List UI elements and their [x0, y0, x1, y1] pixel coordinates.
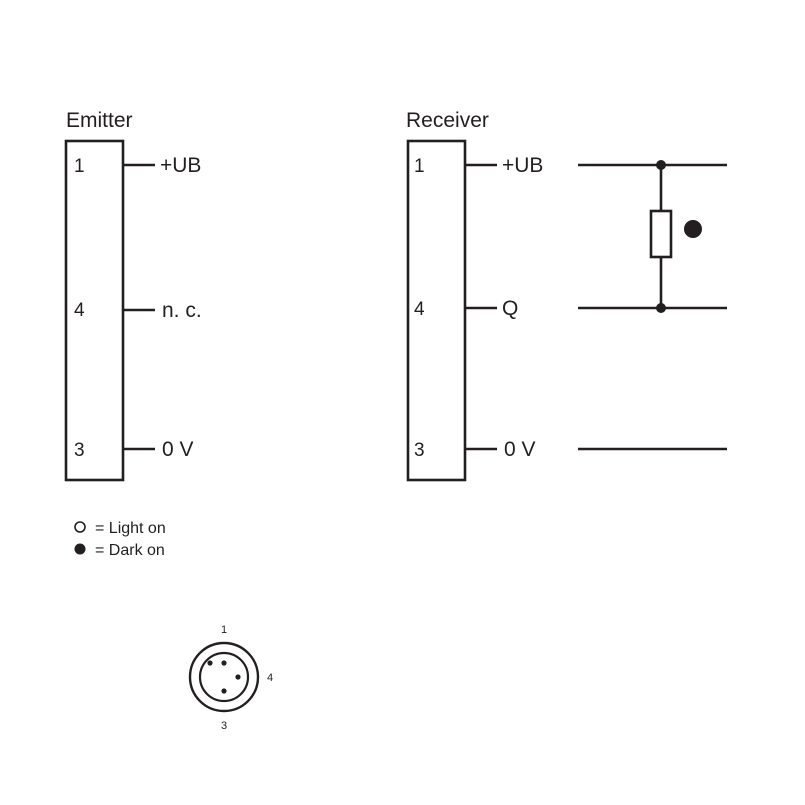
connector-pinout: 1 4 3: [188, 624, 273, 732]
emitter-pin-4-number: 4: [74, 300, 85, 321]
connector-label-1: 1: [221, 624, 227, 636]
load-circuit: [578, 160, 727, 451]
junction-dot-top: [656, 160, 666, 170]
receiver-pin-3-signal: 0 V: [504, 438, 536, 461]
emitter-pin-1-number: 1: [74, 156, 85, 177]
emitter-title: Emitter: [66, 109, 133, 132]
emitter-block: Emitter 1 4 3 +UB n. c. 0 V: [64, 109, 202, 482]
receiver-pin-4-number: 4: [414, 299, 425, 320]
connector-pin-4-dot: [235, 674, 241, 680]
light-on-symbol-icon: [74, 521, 86, 533]
connector-outer-ring: [188, 641, 260, 713]
load-resistor: [649, 209, 673, 259]
receiver-title: Receiver: [406, 109, 489, 132]
connector-pin-1-dot: [221, 660, 227, 666]
connector-key-dot: [207, 660, 213, 666]
emitter-pin-3-signal: 0 V: [162, 438, 194, 461]
emitter-pin-3-number: 3: [74, 440, 85, 461]
legend-light-on: = Light on: [95, 520, 166, 537]
receiver-pin-4-signal: Q: [502, 297, 518, 320]
emitter-pin-4-signal: n. c.: [162, 299, 202, 322]
receiver-pin-3-number: 3: [414, 440, 425, 461]
receiver-housing: [406, 139, 467, 482]
connector-label-4: 4: [267, 672, 273, 684]
dark-on-indicator-icon: [684, 220, 702, 238]
emitter-pin-1-signal: +UB: [160, 154, 201, 177]
dark-on-symbol-icon: [74, 543, 86, 555]
legend-dark-on: = Dark on: [95, 542, 165, 559]
receiver-pin-1-signal: +UB: [502, 154, 543, 177]
receiver-pin-1-number: 1: [414, 156, 425, 177]
connector-pin-3-dot: [221, 688, 227, 694]
receiver-block: Receiver 1 4 3 +UB Q 0 V: [406, 109, 543, 482]
legend: = Light on = Dark on: [74, 520, 166, 559]
connector-label-3: 3: [221, 720, 227, 732]
connector-inner-ring: [198, 651, 250, 703]
junction-dot-bottom: [656, 303, 666, 313]
